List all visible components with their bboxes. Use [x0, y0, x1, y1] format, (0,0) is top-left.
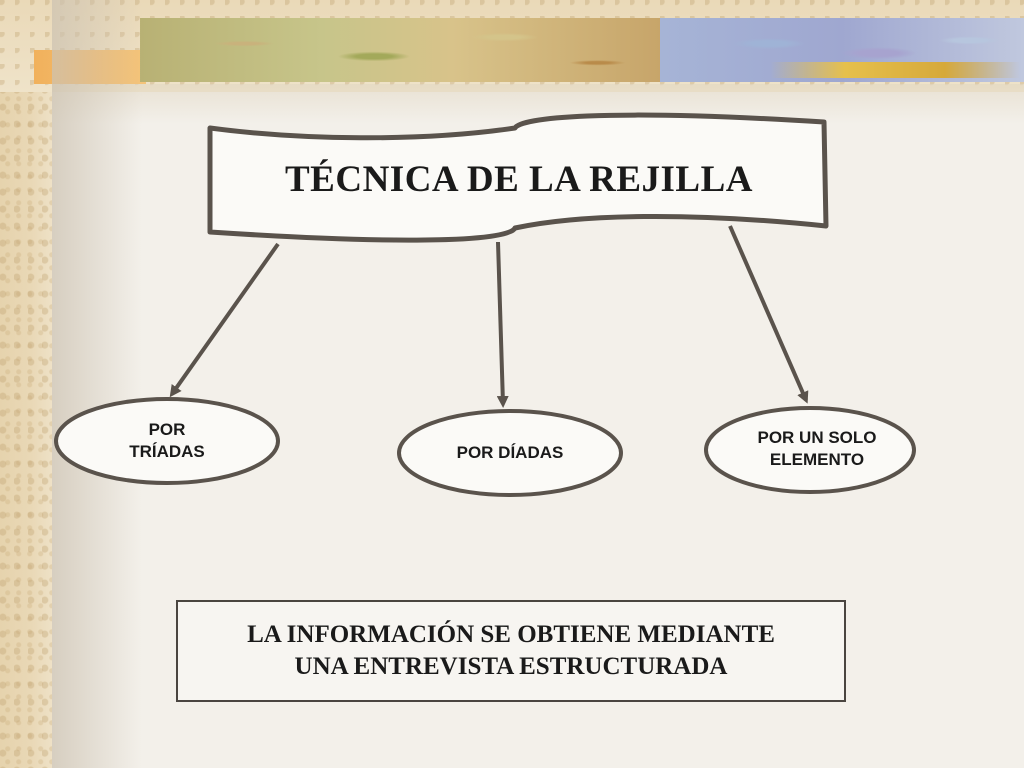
arrow-to-un-solo-elemento	[728, 225, 809, 404]
footer-line: UNA ENTREVISTA ESTRUCTURADA	[294, 653, 728, 680]
parchment-left-strip	[0, 0, 52, 768]
branch-label-line: TRÍADAS	[129, 442, 205, 461]
banner-leaves-image	[140, 18, 660, 82]
oval-diadas	[397, 409, 623, 497]
left-shadow	[52, 0, 142, 768]
arrow-to-diadas	[496, 241, 509, 408]
branch-label-diadas: POR DÍADAS	[410, 418, 610, 488]
arrow-to-triadas	[169, 242, 280, 398]
footer-info-box: LA INFORMACIÓN SE OBTIENE MEDIANTE UNA E…	[176, 600, 846, 702]
footer-line: LA INFORMACIÓN SE OBTIENE MEDIANTE	[247, 621, 775, 648]
branch-label-line: POR UN SOLO	[757, 428, 877, 447]
branch-label-line: POR	[148, 420, 186, 439]
oval-un-solo-elemento	[704, 406, 916, 494]
branch-label-line: ELEMENTO	[769, 450, 865, 469]
oval-triadas	[54, 397, 280, 485]
decorative-banner	[0, 0, 1024, 92]
title-banner-shape	[207, 112, 829, 243]
page-title: TÉCNICA DE LA REJILLA	[285, 159, 753, 200]
branch-label-triadas: POR TRÍADAS	[72, 406, 262, 476]
banner-yellow-streak	[770, 62, 1020, 78]
branch-label-line: POR DÍADAS	[456, 443, 564, 462]
branch-label-un-solo-elemento: POR UN SOLO ELEMENTO	[712, 414, 922, 484]
banner-shadow	[52, 84, 1024, 124]
